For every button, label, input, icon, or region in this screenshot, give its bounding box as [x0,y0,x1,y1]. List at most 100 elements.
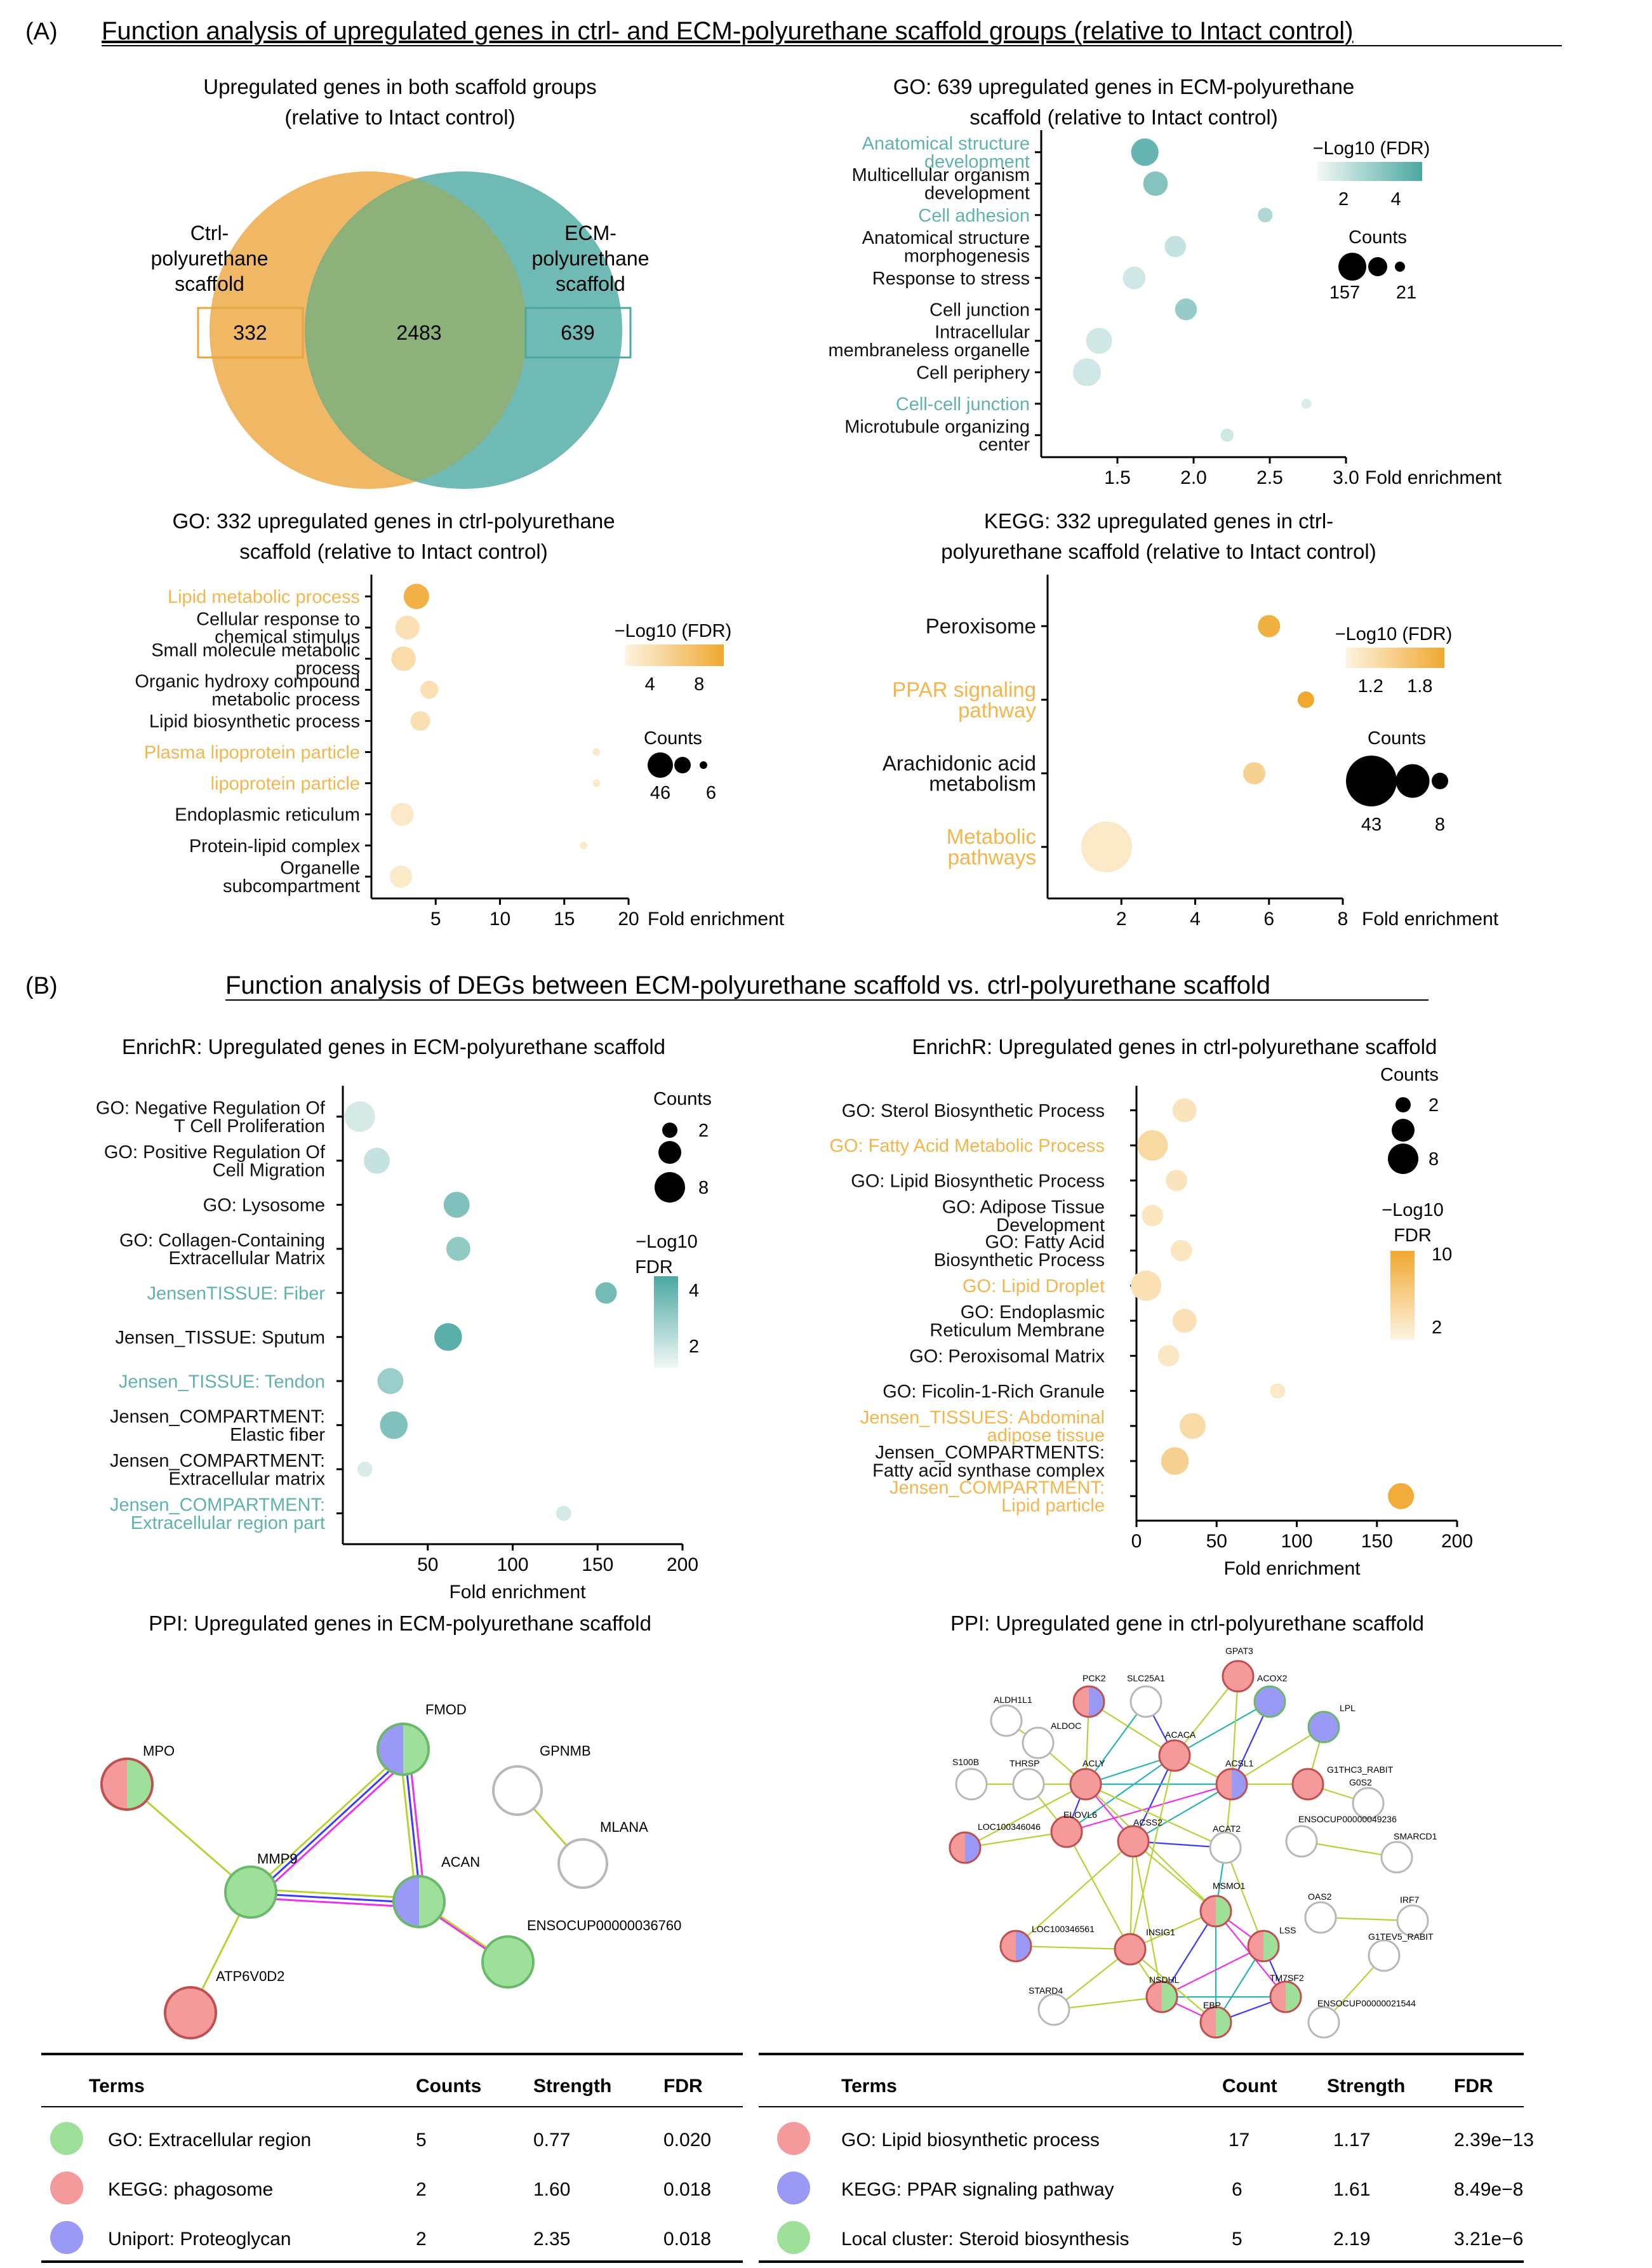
ppi-ctrl-edge [1231,1726,1324,1785]
node-outline [1012,1768,1045,1801]
edge-mpo-mmp9 [126,1783,251,1893]
y-category-label: subcompartment [223,876,360,897]
color-legend-title: −Log10 [636,1232,698,1252]
bubble-point [592,779,601,787]
ppi-ctrl-node[interactable]: GPAT3 [1222,1646,1255,1693]
y-category-label: Cell-cell junction [896,394,1030,415]
row-fdr: 0.018 [663,2229,711,2250]
table-row: KEGG: phagosome 2 1.60 0.018 [50,2171,711,2205]
y-category-label: GO: Lysosome [203,1196,325,1216]
bubble-point [595,1282,617,1304]
ppi-ctrl-edge [1015,1841,1134,1947]
color-legend-title: FDR [1394,1225,1432,1246]
ppi-ctrl-node[interactable]: INSIG1 [1114,1927,1175,1966]
panel-a-label: (A) [25,18,58,45]
node-half [1248,1931,1263,1961]
ppi-ctrl-node[interactable]: LSS [1247,1925,1296,1963]
node-half [965,1832,980,1863]
ppi-ctrl-node[interactable]: LOC100346561 [999,1924,1095,1963]
chart-title: GO: 332 upregulated genes in ctrl-polyur… [172,509,615,533]
ppi-ctrl-edge [1133,1784,1232,1842]
bubble-point [364,1147,390,1174]
ppi-ctrl-node[interactable]: SLC25A1 [1127,1673,1165,1718]
color-legend-tick: 1.2 [1358,676,1383,697]
ppi-ctrl-node[interactable]: LOC100346046 [949,1822,1041,1864]
ppi-ctrl-node[interactable]: G1TEV5_RABIT [1368,1931,1434,1972]
ppi-ctrl-node[interactable]: ACLY [1069,1758,1105,1801]
ppi-ctrl-node[interactable]: ACACA [1158,1730,1196,1772]
y-category-label: Cell adhesion [918,206,1030,226]
node-outline [1129,1685,1162,1718]
ppi-ctrl-node[interactable]: ACSS2 [1117,1817,1162,1858]
ppi-ctrl-node[interactable]: OAS2 [1304,1891,1337,1934]
node-outline [1247,1930,1280,1963]
venn-right-label-3: scaffold [556,272,625,295]
ppi-ctrl-node[interactable]: MSMO1 [1199,1881,1246,1928]
ppi-ctrl-node[interactable]: ELOVL6 [1050,1810,1097,1848]
y-category-label: JensenTISSUE: Fiber [147,1283,326,1304]
ppi-ctrl-node[interactable]: G0S2 [1349,1777,1385,1820]
y-category-label: Extracellular Matrix [168,1248,325,1269]
chart-title: EnrichR: Upregulated genes in ctrl-polyu… [912,1035,1437,1058]
node-half [1201,1896,1216,1926]
ppi-ctrl-node[interactable]: ACAT2 [1209,1824,1242,1864]
ppi-ecm-node-mmp9[interactable]: MMP9 [224,1851,298,1919]
y-category-label: Jensen_TISSUES: Abdominal [860,1408,1105,1428]
table-row: Local cluster: Steroid biosynthesis 5 2.… [777,2221,1523,2254]
venn-left-label-1: Ctrl- [190,222,229,244]
size-legend-circle [662,1123,677,1138]
ppi-ecm-node-atp6v0d2[interactable]: ATP6V0D2 [164,1968,284,2039]
x-axis-label: Fold enrichment [449,1582,586,1603]
ppi-ecm-node-fmod[interactable]: FMOD [376,1702,467,1776]
color-legend-tick: 8 [694,674,704,695]
ppi-ctrl-node[interactable]: THRSP [1009,1758,1045,1801]
ppi-ctrl-node[interactable]: S100B [952,1757,988,1801]
size-legend-title: Counts [1380,1065,1439,1085]
chart-title: scaffold (relative to Intact control) [239,540,547,563]
size-legend-circle [1392,1119,1415,1142]
ppi-ctrl-node[interactable]: ALDOC [1022,1721,1081,1759]
ppi-ctrl-node[interactable]: STARD4 [1029,1985,1070,2026]
ppi-ctrl-node[interactable]: NSDHL [1145,1975,1180,2013]
ppi-ctrl-node[interactable]: SMARCD1 [1380,1831,1437,1874]
ppi-ctrl-node[interactable]: LPL [1307,1703,1356,1744]
size-legend-circle [655,1172,685,1203]
node-outline [1158,1739,1191,1772]
node-label: TM7SF2 [1270,1973,1304,1983]
ppi-ctrl-node[interactable]: ENSOCUP00000049236 [1285,1814,1397,1858]
ppi-ctrl-node[interactable]: G1THC3_RABIT [1291,1764,1394,1801]
bubble-point [1172,1098,1197,1123]
node-half [403,1724,429,1775]
ppi-ctrl-node[interactable]: ENSOCUP00000021544 [1307,1998,1416,2039]
node-label: STARD4 [1029,1985,1063,1996]
ppi-ctrl-node[interactable]: IRF7 [1396,1895,1429,1937]
bubble-point [380,1411,408,1439]
ppi-ecm-node-mpo[interactable]: MPO [100,1743,175,1811]
color-legend-bar [1390,1251,1415,1340]
node-label: ACACA [1165,1730,1196,1740]
bubble-point [1086,328,1112,354]
ppi-ctrl-node[interactable]: ACSL1 [1215,1758,1254,1801]
node-label: G1THC3_RABIT [1327,1764,1394,1775]
ppi-ctrl-node[interactable]: ALDH1L1 [990,1695,1032,1737]
ppi-ctrl-node[interactable]: TM7SF2 [1269,1973,1304,2013]
table-header-fdr: FDR [663,2076,703,2097]
ppi-ecm-node-mlana[interactable]: MLANA [557,1819,648,1889]
ppi-ctrl-node[interactable]: EBP [1199,2000,1232,2039]
chart-title: EnrichR: Upregulated genes in ECM-polyur… [122,1035,665,1058]
panel-b-title: Function analysis of DEGs between ECM-po… [225,971,1270,999]
ppi-ctrl-node[interactable]: ACOX2 [1253,1673,1288,1718]
node-half [1089,1686,1104,1717]
edge-mmp9-acan-c [250,1897,420,1909]
node-label: G1TEV5_RABIT [1368,1931,1434,1942]
bubble-point [1242,762,1266,785]
y-category-label: Lipid metabolic process [168,587,360,607]
ppi-ecm-node-gpnmb[interactable]: GPNMB [492,1743,591,1816]
ppi-ecm-node-ensocup36760[interactable]: ENSOCUP00000036760 [481,1918,681,1989]
color-legend-tick: 2 [1338,189,1349,210]
ppi-ctrl-node[interactable]: PCK2 [1072,1673,1106,1718]
venn-left-label-2: polyurethane [150,247,268,270]
ppi-ecm-node-acan[interactable]: ACAN [392,1854,480,1928]
color-legend-tick: 2 [1432,1317,1442,1338]
